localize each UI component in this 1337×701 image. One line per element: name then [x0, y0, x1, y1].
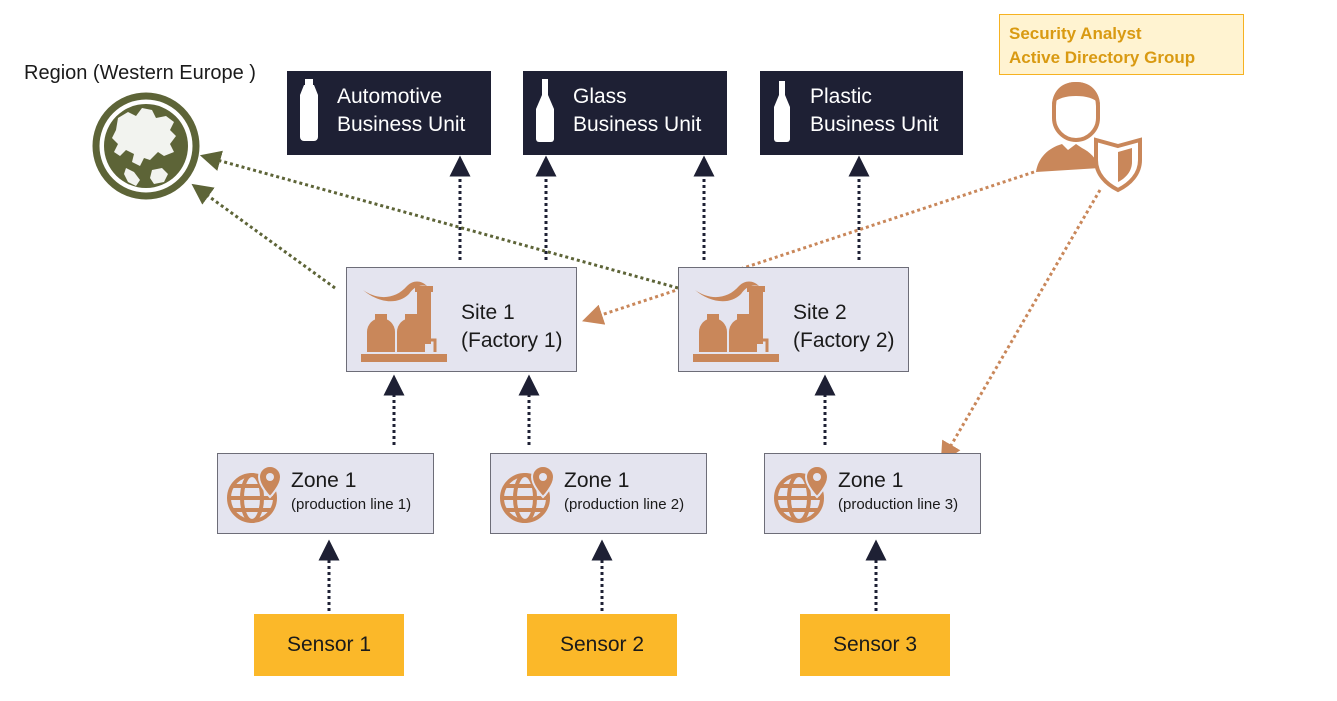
- sensor-label: Sensor 2: [559, 633, 645, 656]
- plastic-bottle-icon: [300, 79, 318, 141]
- connector-analyst-zone3: [940, 189, 1102, 464]
- factory-icon: [693, 281, 779, 362]
- business-unit-plastic: Plastic Business Unit: [760, 71, 963, 155]
- zone-subtitle: (production line 1): [291, 496, 412, 513]
- sensor-1: Sensor 1: [254, 614, 404, 676]
- sensor-2: Sensor 2: [527, 614, 677, 676]
- business-unit-glass: Glass Business Unit: [523, 71, 727, 155]
- security-analyst-icon: [1036, 81, 1142, 193]
- globe-location-pin-icon: [500, 464, 556, 523]
- zone-title: Zone 1: [838, 469, 904, 492]
- site-subtitle: (Factory 1): [461, 329, 563, 352]
- business-unit-name: Plastic: [810, 85, 872, 108]
- sensor-label: Sensor 3: [832, 633, 918, 656]
- site-2: Site 2 (Factory 2): [678, 267, 909, 372]
- glass-bottle-icon: [536, 79, 554, 142]
- zone-title: Zone 1: [291, 469, 357, 492]
- business-unit-type: Business Unit: [337, 113, 466, 136]
- site-subtitle: (Factory 2): [793, 329, 895, 352]
- bottle-icon: [774, 81, 790, 142]
- sensor-label: Sensor 1: [286, 633, 372, 656]
- zone-production-line-3: Zone 1 (production line 3): [764, 453, 981, 534]
- site-title: Site 1: [461, 301, 515, 324]
- connector-site2-region: [199, 150, 679, 290]
- zone-production-line-2: Zone 1 (production line 2): [490, 453, 707, 534]
- business-unit-name: Automotive: [337, 85, 443, 108]
- security-analyst-group-label: Security Analyst Active Directory Group: [999, 14, 1244, 75]
- zone-subtitle: (production line 2): [564, 496, 685, 513]
- globe-europe-icon: [92, 92, 200, 200]
- globe-location-pin-icon: [774, 464, 830, 523]
- connector-site1-region: [191, 183, 336, 290]
- zone-production-line-1: Zone 1 (production line 1): [217, 453, 434, 534]
- sensor-3: Sensor 3: [800, 614, 950, 676]
- analyst-group: Active Directory Group: [1009, 48, 1196, 67]
- analyst-title: Security Analyst: [1009, 24, 1142, 43]
- zone-title: Zone 1: [564, 469, 630, 492]
- zone-subtitle: (production line 3): [838, 496, 959, 513]
- business-unit-type: Business Unit: [573, 113, 702, 136]
- business-unit-type: Business Unit: [810, 113, 939, 136]
- business-unit-name: Glass: [573, 85, 627, 108]
- site-1: Site 1 (Factory 1): [346, 267, 577, 372]
- globe-location-pin-icon: [227, 464, 283, 523]
- factory-icon: [361, 281, 447, 362]
- site-title: Site 2: [793, 301, 847, 324]
- business-unit-automotive: Automotive Business Unit: [287, 71, 491, 155]
- region-label: Region (Western Europe ): [24, 62, 256, 84]
